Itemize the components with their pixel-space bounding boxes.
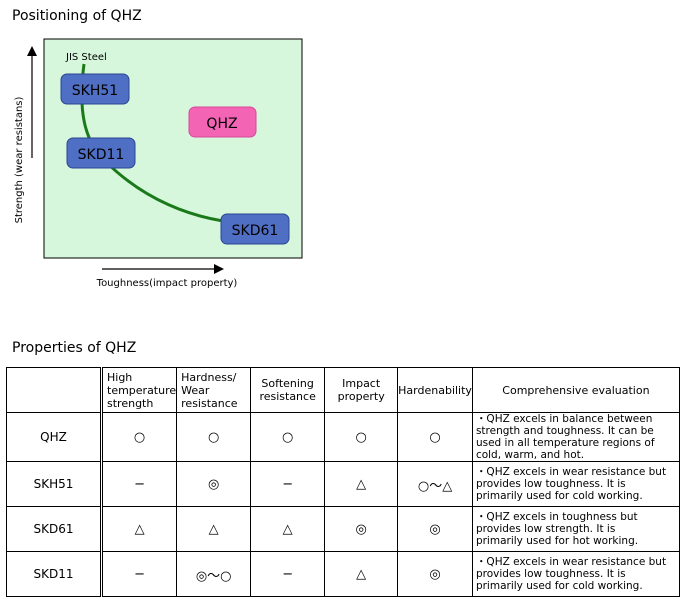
evaluation-line: cold, warm, and hot. [475, 449, 585, 461]
evaluation-line: strength and toughness. It can be [475, 425, 654, 437]
header-text: Softening [261, 377, 314, 390]
cell-evaluation: ・QHZ excels in toughness but provides lo… [471, 506, 680, 552]
cell-impact: △ [324, 551, 399, 597]
x-axis-label: Toughness(impact property) [96, 278, 238, 289]
cell-evaluation: ・QHZ excels in wear resistance but provi… [471, 461, 680, 507]
evaluation-line: ・QHZ excels in wear resistance but [475, 556, 667, 568]
qhz-label: QHZ [206, 116, 237, 132]
row-name: QHZ [6, 412, 103, 462]
cell-hardness: ◎～○ [176, 551, 252, 597]
evaluation-line: provides low toughness. It is [475, 568, 626, 580]
header-text: resistance [181, 396, 238, 410]
cell-impact: ◎ [324, 506, 399, 552]
header-text: Impact [342, 377, 381, 390]
cell-hardness: △ [176, 506, 252, 552]
header-evaluation: Comprehensive evaluation [471, 367, 680, 413]
cell-softening: − [250, 551, 326, 597]
cell-hardenability: ◎ [397, 506, 473, 552]
evaluation-line: primarily used for cold working. [475, 490, 643, 502]
header-high-temp: High temperature strength [100, 367, 178, 413]
cell-softening: △ [250, 506, 326, 552]
skd11-label: SKD11 [78, 147, 125, 163]
header-text: property [337, 390, 385, 403]
table-row: SKD11 − ◎～○ − △ ◎ ・QHZ excels in wear re… [6, 551, 680, 597]
header-hardness: Hardness/ Wear resistance [176, 367, 252, 413]
cell-evaluation: ・QHZ excels in wear resistance but provi… [471, 551, 680, 597]
header-text: Hardness/ [181, 370, 237, 384]
header-text: High [107, 370, 133, 384]
cell-softening: ○ [250, 412, 326, 462]
table-header-row: High temperature strength Hardness/ Wear… [6, 367, 680, 413]
cell-softening: − [250, 461, 326, 507]
header-blank-cell [6, 367, 103, 413]
cell-high-temp: ○ [100, 412, 178, 462]
header-text: temperature [107, 383, 177, 397]
cell-hardness: ◎ [176, 461, 252, 507]
evaluation-line: provides low strength. It is [475, 523, 616, 535]
evaluation-line: primarily used for hot working. [475, 535, 639, 547]
cell-impact: ○ [324, 412, 399, 462]
positioning-diagram: JIS Steel SKH51 SKD11 SKD61 QHZ Strength… [14, 38, 303, 289]
row-name: SKD11 [6, 551, 103, 597]
skh51-label: SKH51 [72, 83, 118, 99]
evaluation-line: ・QHZ excels in toughness but [475, 511, 638, 523]
y-axis-label: Strength (wear resistans) [14, 96, 25, 223]
skd61-label: SKD61 [232, 223, 279, 239]
header-softening: Softening resistance [250, 367, 326, 413]
qhz-box: QHZ [188, 106, 257, 138]
table-row: QHZ ○ ○ ○ ○ ○ ・QHZ excels in balance bet… [6, 412, 680, 462]
cell-hardness: ○ [176, 412, 252, 462]
header-text: resistance [259, 390, 316, 403]
cell-evaluation: ・QHZ excels in balance between strength … [471, 412, 680, 462]
evaluation-line: provides low toughness. It is [475, 478, 626, 490]
properties-table: High temperature strength Hardness/ Wear… [6, 367, 680, 597]
evaluation-line: used in all temperature regions of [475, 437, 655, 449]
cell-hardenability: ◎ [397, 551, 473, 597]
properties-title: Properties of QHZ [12, 340, 137, 356]
row-name: SKD61 [6, 506, 103, 552]
evaluation-line: primarily used for cold working. [475, 580, 643, 592]
cell-hardenability: ○～△ [397, 461, 473, 507]
evaluation-line: ・QHZ excels in balance between [475, 413, 653, 425]
skh51-box: SKH51 [60, 73, 130, 105]
cell-high-temp: − [100, 461, 178, 507]
skd11-box: SKD11 [66, 137, 136, 169]
table-row: SKD61 △ △ △ ◎ ◎ ・QHZ excels in toughness… [6, 506, 680, 552]
skd61-box: SKD61 [220, 213, 290, 245]
header-text: Wear [181, 383, 210, 397]
table-row: SKH51 − ◎ − △ ○～△ ・QHZ excels in wear re… [6, 461, 680, 507]
row-name: SKH51 [6, 461, 103, 507]
cell-impact: △ [324, 461, 399, 507]
cell-hardenability: ○ [397, 412, 473, 462]
evaluation-line: ・QHZ excels in wear resistance but [475, 466, 667, 478]
positioning-title: Positioning of QHZ [12, 8, 142, 24]
header-impact: Impact property [324, 367, 399, 413]
header-hardenability: Hardenability [397, 367, 473, 413]
curve-label: JIS Steel [65, 52, 107, 63]
header-text: strength [107, 396, 154, 410]
cell-high-temp: △ [100, 506, 178, 552]
cell-high-temp: − [100, 551, 178, 597]
